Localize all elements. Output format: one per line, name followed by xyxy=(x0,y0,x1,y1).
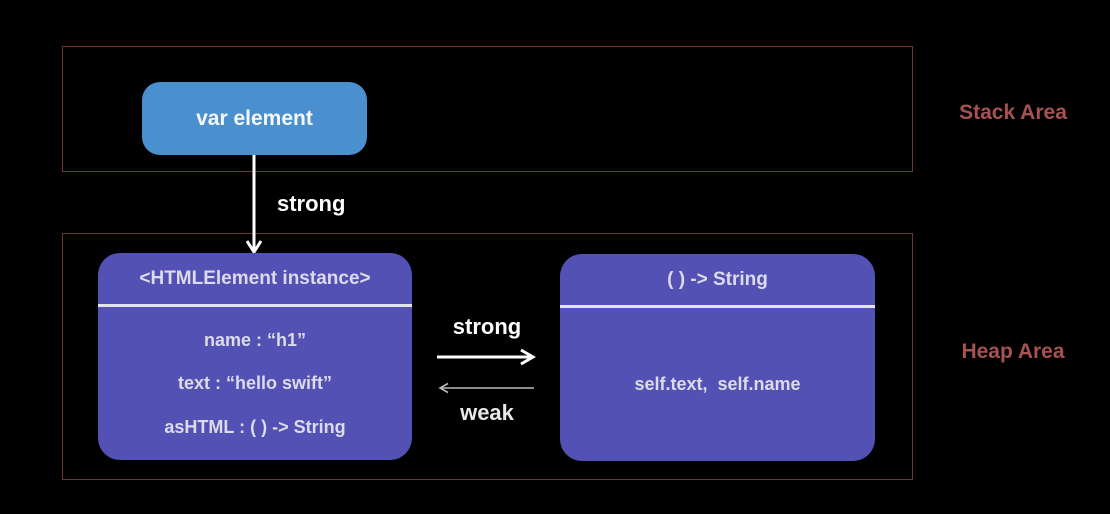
instance-box-body: name : “h1” text : “hello swift” asHTML … xyxy=(98,307,412,460)
stack-area-region xyxy=(62,46,913,172)
heap-area-region xyxy=(62,233,913,480)
strong-label-horizontal: strong xyxy=(452,314,522,339)
strong-reference-arrow-down xyxy=(246,155,262,254)
html-element-instance-box: <HTMLElement instance> name : “h1” text … xyxy=(98,253,412,460)
closure-box-body: self.text, self.name xyxy=(560,308,875,461)
stack-area-label: Stack Area xyxy=(959,101,1067,124)
closure-captured-values: self.text, self.name xyxy=(634,374,801,394)
closure-box: ( ) -> String self.text, self.name xyxy=(560,254,875,461)
weak-reference-arrow-left xyxy=(438,382,534,394)
instance-property-text: text : “hello swift” xyxy=(177,373,332,393)
strong-reference-arrow-right xyxy=(437,348,536,366)
closure-box-title: ( ) -> String xyxy=(560,254,875,308)
instance-property-ashtml: asHTML : ( ) -> String xyxy=(164,416,346,437)
weak-label: weak xyxy=(460,400,514,425)
instance-box-title: <HTMLElement instance> xyxy=(98,253,412,307)
instance-property-name: name : “h1” xyxy=(203,329,307,350)
var-element-box: var element xyxy=(142,82,367,155)
strong-label-vertical: strong xyxy=(277,191,346,216)
var-element-label: var element xyxy=(196,106,313,130)
heap-area-label: Heap Area xyxy=(961,340,1065,363)
